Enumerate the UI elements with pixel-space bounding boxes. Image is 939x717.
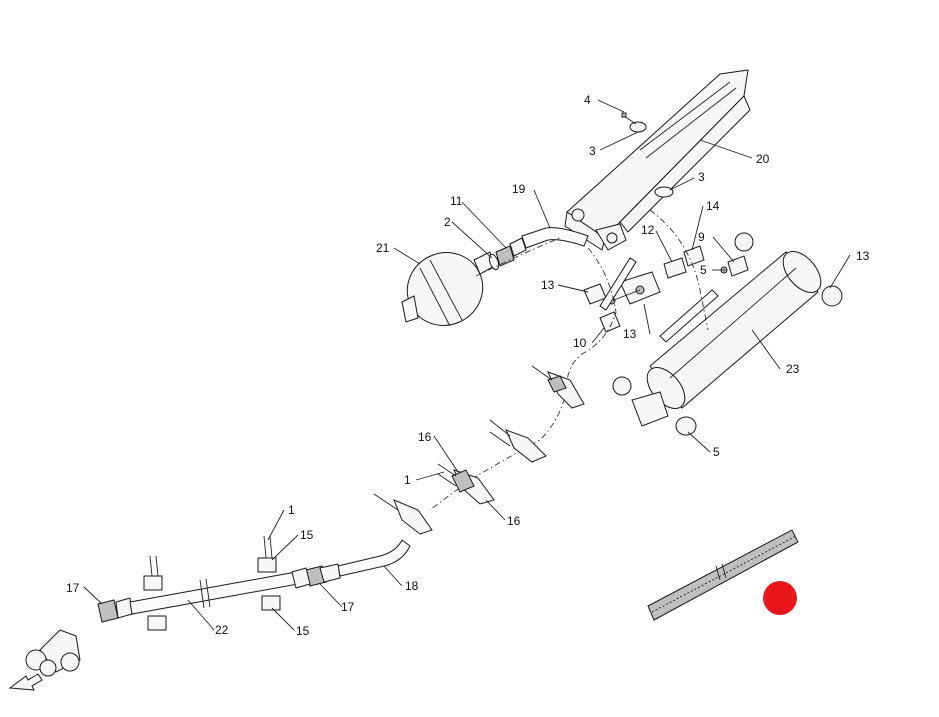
callout-1[interactable]: 1 (288, 503, 295, 517)
callout-12[interactable]: 12 (641, 223, 655, 237)
callout-10[interactable]: 13 (623, 327, 637, 341)
pipe-clamp-part[interactable] (257, 535, 281, 611)
bracket-part[interactable] (564, 69, 751, 251)
callout-3[interactable]: 3 (589, 144, 596, 158)
tractor-icon (25, 629, 81, 677)
hose-part[interactable] (337, 539, 411, 577)
callout-9[interactable]: 5 (700, 263, 707, 277)
callout-5[interactable]: 13 (856, 249, 870, 263)
callout-13[interactable]: 10 (573, 336, 587, 350)
pipe-clamp-part[interactable] (143, 555, 167, 631)
callout-18[interactable]: 18 (405, 579, 419, 593)
callout-13[interactable]: 14 (706, 199, 720, 213)
clamp-part[interactable] (373, 493, 433, 535)
callout-11[interactable]: 11 (450, 194, 463, 208)
clamp-part[interactable] (489, 419, 547, 463)
hydraulic-cylinder-part[interactable] (631, 245, 828, 427)
fitting-part[interactable] (305, 563, 341, 587)
tube-part[interactable] (599, 257, 719, 343)
clamp-part[interactable] (531, 365, 585, 409)
callout-16[interactable]: 16 (418, 430, 432, 444)
highlight-marker (763, 581, 797, 615)
leader-lines (83, 99, 851, 631)
callout-20[interactable]: 20 (756, 152, 770, 166)
callout-13[interactable]: 13 (541, 278, 555, 292)
direction-arrow-icon (8, 673, 43, 691)
clamp-part[interactable] (437, 463, 495, 505)
callout-3[interactable]: 3 (698, 170, 705, 184)
straight-fitting-part[interactable] (663, 245, 705, 279)
callout-16[interactable]: 16 (507, 514, 521, 528)
callout-2[interactable]: 2 (444, 215, 451, 229)
washer-part[interactable] (654, 186, 674, 198)
callout-1[interactable]: 1 (404, 473, 411, 487)
accumulator-part[interactable] (395, 240, 495, 337)
connector-fitting-part[interactable] (720, 255, 749, 277)
callout-15[interactable]: 15 (300, 528, 314, 542)
callout-19[interactable]: 19 (512, 182, 526, 196)
threaded-rod-part[interactable] (647, 529, 799, 621)
fitting-part[interactable] (97, 597, 133, 623)
callout-17[interactable]: 17 (341, 600, 355, 614)
callout-5[interactable]: 5 (713, 445, 720, 459)
washer-part[interactable] (621, 112, 647, 133)
callout-4[interactable]: 4 (584, 93, 591, 107)
callout-22[interactable]: 22 (215, 623, 229, 637)
callout-14[interactable]: 9 (698, 230, 705, 244)
bushing-part[interactable] (612, 232, 843, 436)
pipe-part[interactable] (129, 567, 311, 615)
adapter-fitting-part[interactable] (495, 237, 527, 267)
callout-labels: 4 3 20 3 19 11 2 21 13 12 14 9 5 13 10 1… (66, 93, 870, 638)
hose-part[interactable] (521, 227, 589, 249)
callout-21[interactable]: 21 (376, 241, 390, 255)
callout-23[interactable]: 23 (786, 362, 800, 376)
callout-15[interactable]: 15 (296, 624, 310, 638)
callout-17[interactable]: 17 (66, 581, 80, 595)
